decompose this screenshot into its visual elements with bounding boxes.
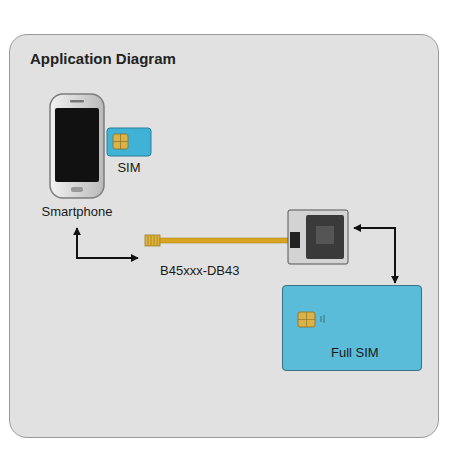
full-sim-card: Full SIM	[282, 285, 422, 371]
node-label: Full SIM	[331, 345, 379, 360]
diagram-title: Application Diagram	[30, 50, 176, 67]
node-label: SIM	[117, 160, 140, 175]
smartphone: Smartphone	[36, 92, 118, 226]
connector-arrow	[354, 228, 395, 283]
sim-card: SIM	[104, 126, 154, 178]
node-label: B45xxx-DB43	[160, 263, 239, 278]
sim-extension-cable: B45xxx-DB43	[140, 208, 352, 282]
connector-arrow	[77, 228, 138, 258]
node-label: Smartphone	[42, 204, 113, 219]
